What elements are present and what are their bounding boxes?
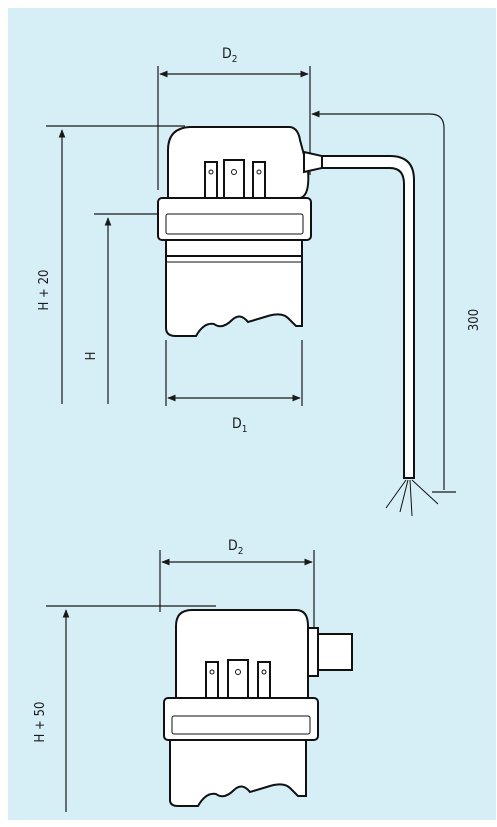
bottom-body: [169, 739, 307, 807]
cable: [303, 150, 439, 517]
d2-top-dimension: D2: [157, 46, 311, 190]
h-plus-20-label: H + 20: [37, 270, 52, 311]
h-dimension: H: [84, 213, 160, 404]
h-plus-20-dimension: H + 20: [37, 125, 185, 404]
cable-length-dimension: 300: [311, 110, 482, 493]
bottom-assembly: D2 H + 50: [33, 538, 353, 812]
h-plus-50-dimension: H + 50: [33, 605, 216, 812]
top-assembly: D2 H + 20 H: [37, 46, 482, 517]
top-body: [165, 239, 303, 337]
plug-housing: [307, 627, 319, 677]
d1-dimension: D1: [165, 340, 303, 435]
bottom-connector-pins: [205, 659, 271, 716]
d2-bottom-dimension: D2: [159, 538, 315, 630]
d2-top-label: D2: [222, 46, 237, 65]
cable-length-label: 300: [467, 309, 482, 331]
d1-label: D1: [232, 416, 247, 435]
d2-bottom-label: D2: [228, 538, 243, 557]
h-label: H: [84, 352, 99, 361]
h-plus-50-label: H + 50: [33, 702, 48, 743]
plug: [317, 633, 353, 671]
